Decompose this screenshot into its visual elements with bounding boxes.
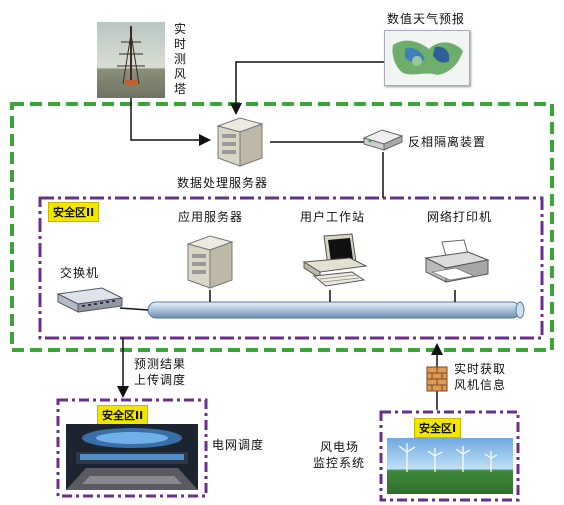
realtime-fetch-label-1: 实时获取 — [454, 362, 507, 376]
app-server-label: 应用服务器 — [178, 210, 244, 224]
wind-zone-tag: 安全区I — [414, 418, 462, 438]
weather-map-icon — [392, 40, 463, 75]
wind-boundary — [379, 410, 520, 502]
firewall-icon — [426, 366, 448, 392]
user-workstation-node — [294, 232, 374, 292]
forecast-upload-label-1: 预测结果 — [134, 357, 187, 371]
isolation-device-icon — [362, 129, 404, 151]
reverse-isolation-device — [362, 128, 404, 154]
tower-to-server-line — [130, 96, 211, 146]
dispatch-center-photo — [66, 424, 198, 490]
dispatch-boundary — [56, 398, 208, 498]
switch-node — [56, 286, 124, 316]
user-workstation-label: 用户工作站 — [300, 210, 366, 224]
realtime-fetch-label-2: 风机信息 — [454, 378, 507, 392]
inner-boundary — [38, 196, 544, 340]
network-bus — [147, 301, 521, 319]
tower-label: 实时测风塔 — [173, 22, 186, 96]
wind-tower-icon — [117, 26, 145, 86]
weather-forecast-label: 数值天气预报 — [387, 12, 466, 26]
wind-turbines-icon — [398, 443, 498, 472]
tower-photo — [97, 22, 165, 98]
workstation-icon — [302, 233, 368, 287]
printer-icon — [424, 239, 490, 283]
server-icon — [216, 117, 264, 167]
network-printer-node — [420, 238, 494, 292]
dispatch-zone-tag: 安全区II — [97, 405, 149, 425]
data-server-label: 数据处理服务器 — [177, 176, 269, 190]
outer-boundary — [10, 102, 554, 352]
app-server-node — [180, 230, 238, 292]
reverse-isolation-label: 反相隔离装置 — [408, 135, 487, 149]
server-icon — [186, 235, 234, 289]
inner-zone-tag: 安全区II — [48, 202, 100, 222]
forecast-to-server-line — [230, 61, 401, 115]
wind-monitor-label-1: 风电场 — [320, 440, 360, 454]
network-printer-label: 网络打印机 — [427, 210, 493, 224]
switch-label: 交换机 — [60, 266, 100, 280]
forecast-upload-label-2: 上传调度 — [134, 373, 187, 387]
weather-map — [384, 30, 470, 86]
wind-monitor-label-2: 监控系统 — [313, 456, 366, 470]
data-server-node — [210, 112, 268, 170]
firewall-device — [426, 366, 448, 392]
control-room-icon — [66, 428, 198, 490]
switch-icon — [56, 287, 124, 313]
wind-farm-photo — [387, 438, 513, 494]
grid-dispatch-label: 电网调度 — [212, 438, 265, 452]
